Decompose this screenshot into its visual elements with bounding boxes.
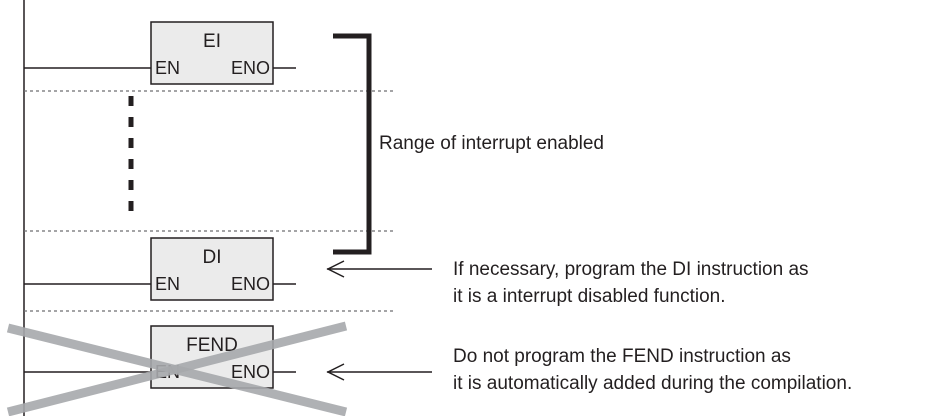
block-title: FEND xyxy=(186,335,238,356)
pin-eno: ENO xyxy=(231,362,270,382)
fend-note-line2: it is automatically added during the com… xyxy=(453,373,852,394)
function-box xyxy=(150,237,274,301)
range-bracket xyxy=(333,33,372,255)
ei-block[interactable]: EI EN ENO xyxy=(24,21,296,85)
di-note-line1: If necessary, program the DI instruction… xyxy=(453,259,809,280)
cross-out-mark xyxy=(6,321,348,416)
pin-en: EN xyxy=(155,58,180,78)
block-title: DI xyxy=(203,247,222,268)
di-note-arrow xyxy=(326,260,432,278)
fend-note-arrow xyxy=(326,363,432,381)
pin-en: EN xyxy=(155,274,180,294)
function-box xyxy=(150,21,274,85)
pin-eno: ENO xyxy=(231,58,270,78)
range-label: Range of interrupt enabled xyxy=(379,133,604,154)
block-title: EI xyxy=(203,31,221,52)
di-note-line2: it is a interrupt disabled function. xyxy=(453,286,726,307)
di-block[interactable]: DI EN ENO xyxy=(24,237,296,301)
pin-eno: ENO xyxy=(231,274,270,294)
fend-block[interactable]: FEND EN ENO xyxy=(24,325,296,389)
fend-note-line1: Do not program the FEND instruction as xyxy=(453,346,791,367)
